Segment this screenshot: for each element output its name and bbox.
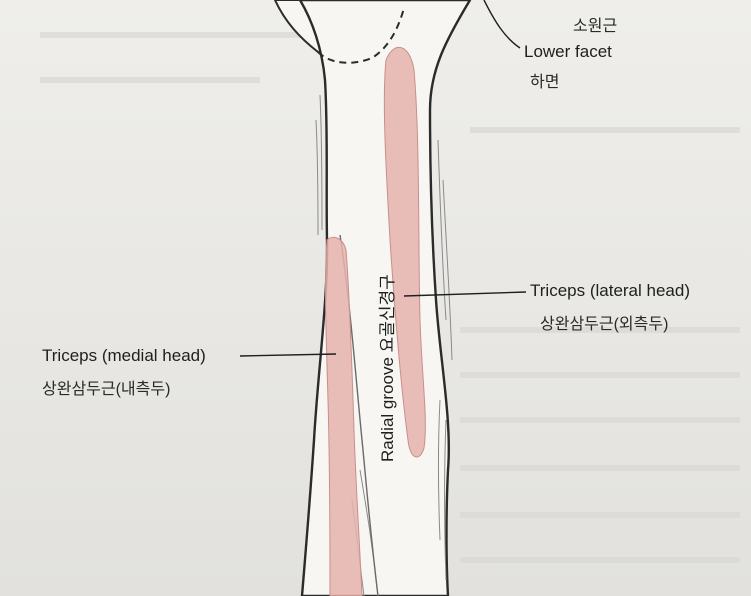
leader-line-triceps-lateral <box>403 291 527 297</box>
label-teres-minor-korean: 소원근 <box>573 18 618 35</box>
leader-lines <box>239 0 527 357</box>
label-triceps-medial-head: Triceps (medial head) <box>42 346 206 365</box>
background-bleed-through <box>40 32 740 563</box>
label-lower-facet: Lower facet <box>524 42 612 61</box>
triceps-medial-head-attachment <box>324 236 363 596</box>
label-triceps-lateral-head: Triceps (lateral head) <box>530 281 690 300</box>
label-triceps-lateral-head-korean: 상완삼두근(외측두) <box>540 316 669 333</box>
triceps-lateral-head-attachment <box>383 46 426 458</box>
leader-line-triceps-medial <box>239 353 337 357</box>
capsule-dashed-line <box>317 7 405 64</box>
leader-line-lower-facet <box>483 0 521 49</box>
label-lower-facet-korean: 하면 <box>530 74 560 91</box>
label-triceps-medial-head-korean: 상완삼두근(내측두) <box>42 381 171 398</box>
label-radial-groove: Radial groove 요골신경구 <box>378 274 397 462</box>
